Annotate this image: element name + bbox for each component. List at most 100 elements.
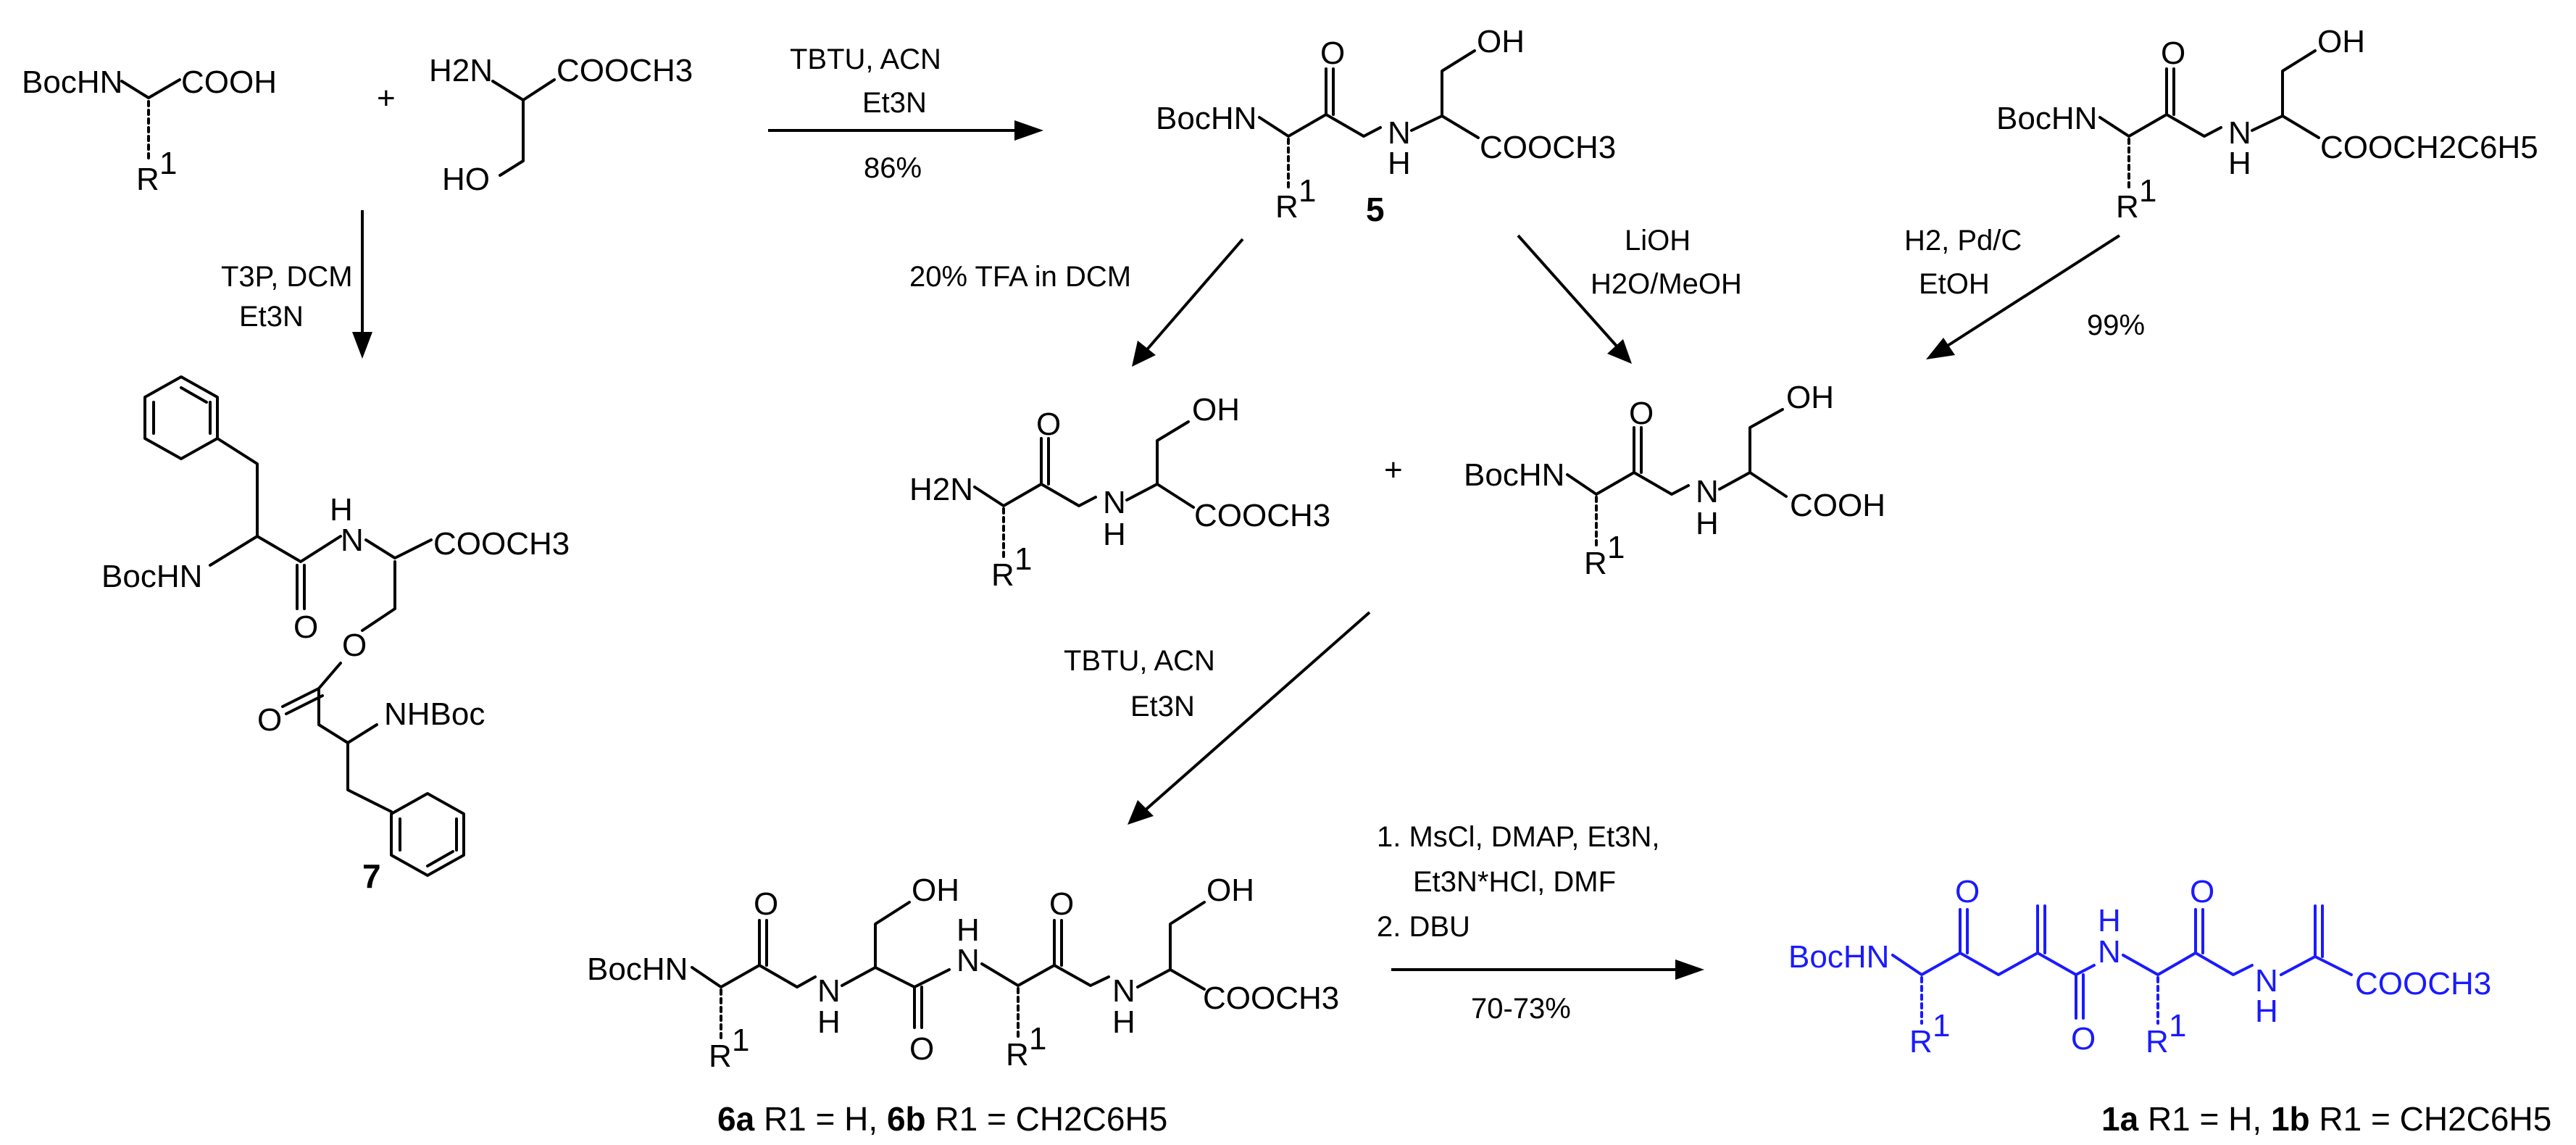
n-label: N	[817, 973, 841, 1009]
o-label: O	[2161, 36, 2185, 71]
carbonyl	[2075, 973, 2085, 1020]
h-label: H	[1696, 506, 1719, 541]
plus-sign: +	[1384, 452, 1403, 488]
arrow-line	[1142, 611, 1371, 813]
arrow-line	[1941, 234, 2121, 351]
bond	[1156, 420, 1190, 486]
r-superscript: 1	[1607, 530, 1625, 565]
serine-methyl-ester: H2N COOCH3 HO	[429, 53, 693, 197]
o-label: O	[754, 886, 778, 922]
condition-line1: TBTU, ACN	[790, 43, 941, 75]
o-label: O	[2071, 1021, 2096, 1057]
oh-label: OH	[912, 873, 959, 908]
h-label: H	[1103, 517, 1126, 552]
caption-a-text: R1 = H,	[2138, 1100, 2271, 1138]
t3p-arrow: T3P, DCM Et3N	[221, 210, 372, 359]
carbonyl	[1325, 67, 1335, 116]
cooh-label: COOH	[181, 64, 277, 100]
condition-line2: Et3N	[1130, 691, 1195, 723]
r-superscript: 1	[1014, 541, 1032, 577]
condition-line2: H2O/MeOH	[1591, 268, 1742, 300]
caption-b-text: R1 = CH2C6H5	[2310, 1100, 2552, 1138]
methylene	[2314, 904, 2324, 958]
carbonyl	[1959, 908, 1969, 954]
condition-line1: TBTU, ACN	[1064, 645, 1215, 677]
bond	[1125, 483, 1195, 509]
bochn-label: BocHN	[1996, 101, 2097, 136]
bond	[2280, 955, 2353, 976]
o-label: O	[257, 702, 282, 738]
yield-label: 86%	[864, 152, 922, 184]
h-label: H	[1388, 146, 1411, 181]
cooh-label: COOH	[1790, 488, 1885, 523]
caption-a-text: R1 = H,	[754, 1100, 887, 1138]
h2n-label: H2N	[429, 53, 493, 88]
carbonyl	[296, 564, 306, 610]
arrow-head	[1675, 959, 1704, 980]
boc-amino-acid: BocHN COOH R 1	[22, 64, 277, 197]
bochn-label: BocHN	[1156, 101, 1256, 136]
phenyl-ring	[390, 792, 465, 877]
condition-line1: H2, Pd/C	[1904, 225, 2022, 257]
o-label: O	[2190, 874, 2214, 909]
o-label: O	[1036, 407, 1061, 442]
h-label: H	[330, 492, 353, 528]
carbonyl	[758, 919, 768, 967]
r-label: R	[2146, 1024, 2169, 1059]
carbonyl	[1633, 426, 1643, 474]
cooch3-label: COOCH3	[1194, 498, 1330, 533]
bond	[2281, 49, 2317, 117]
h-label: H	[2228, 146, 2251, 181]
compound-5: BocHN O N H OH COOCH3 R 1 5	[1156, 24, 1616, 228]
oh-label: OH	[2317, 24, 2365, 59]
condition-line2: Et3N	[862, 87, 927, 119]
tetrapeptide-6: BocHN O N H OH O H N O R 1 R 1 N H OH CO…	[587, 873, 1339, 1138]
nhboc-label: NHBoc	[384, 696, 485, 732]
n-label: N	[2098, 934, 2121, 970]
bond	[1748, 408, 1784, 474]
cooch3-label: COOCH3	[433, 526, 570, 562]
arrow-head	[1127, 800, 1154, 825]
h-label: H	[817, 1004, 841, 1040]
n-label: N	[1112, 973, 1135, 1009]
elimination-arrow: 1. MsCl, DMAP, Et3N, Et3N*HCl, DMF 2. DB…	[1377, 821, 1704, 1025]
n-label: N	[1696, 474, 1719, 509]
bond	[1258, 113, 1382, 138]
bond	[361, 560, 396, 632]
carbonyl	[1053, 919, 1063, 967]
oh-label: OH	[1477, 24, 1525, 59]
n-label: N	[1103, 485, 1126, 520]
bond	[216, 437, 259, 509]
bochn-label: BocHN	[22, 64, 122, 100]
r-label: R	[1584, 546, 1607, 581]
n-label: N	[1388, 115, 1411, 151]
bond	[913, 968, 951, 988]
methylene	[2036, 904, 2046, 954]
condition-line2: Et3N	[239, 301, 304, 333]
bond	[2251, 114, 2320, 139]
ring-double-bonds	[152, 386, 212, 435]
caption-b: 1b	[2271, 1100, 2310, 1138]
bond	[1441, 49, 1476, 117]
o-label: O	[1320, 36, 1345, 71]
caption-b-text: R1 = CH2C6H5	[926, 1100, 1168, 1138]
caption-a: 6a	[717, 1100, 755, 1138]
arrow-head	[1132, 341, 1156, 367]
bond	[1169, 901, 1206, 971]
h2n-label: H2N	[909, 472, 973, 507]
benzyl-ester-dipeptide: BocHN O N H OH COOCH2C6H5 R 1	[1996, 24, 2538, 225]
yield-label: 70-73%	[1471, 993, 1571, 1025]
tfa-arrow: 20% TFA in DCM	[909, 238, 1244, 367]
bond	[1136, 968, 1206, 991]
o-label: O	[1629, 396, 1654, 431]
o-label: O	[909, 1031, 934, 1067]
caption-a: 1a	[2101, 1100, 2139, 1138]
n-label: N	[2228, 115, 2251, 151]
caption-b: 6b	[887, 1100, 926, 1138]
bond	[317, 662, 378, 744]
bond	[491, 78, 556, 101]
arrow-head	[1014, 120, 1043, 141]
arrow-line	[1142, 238, 1244, 355]
condition-line2: EtOH	[1919, 268, 1990, 300]
plus-sign: +	[377, 80, 396, 116]
